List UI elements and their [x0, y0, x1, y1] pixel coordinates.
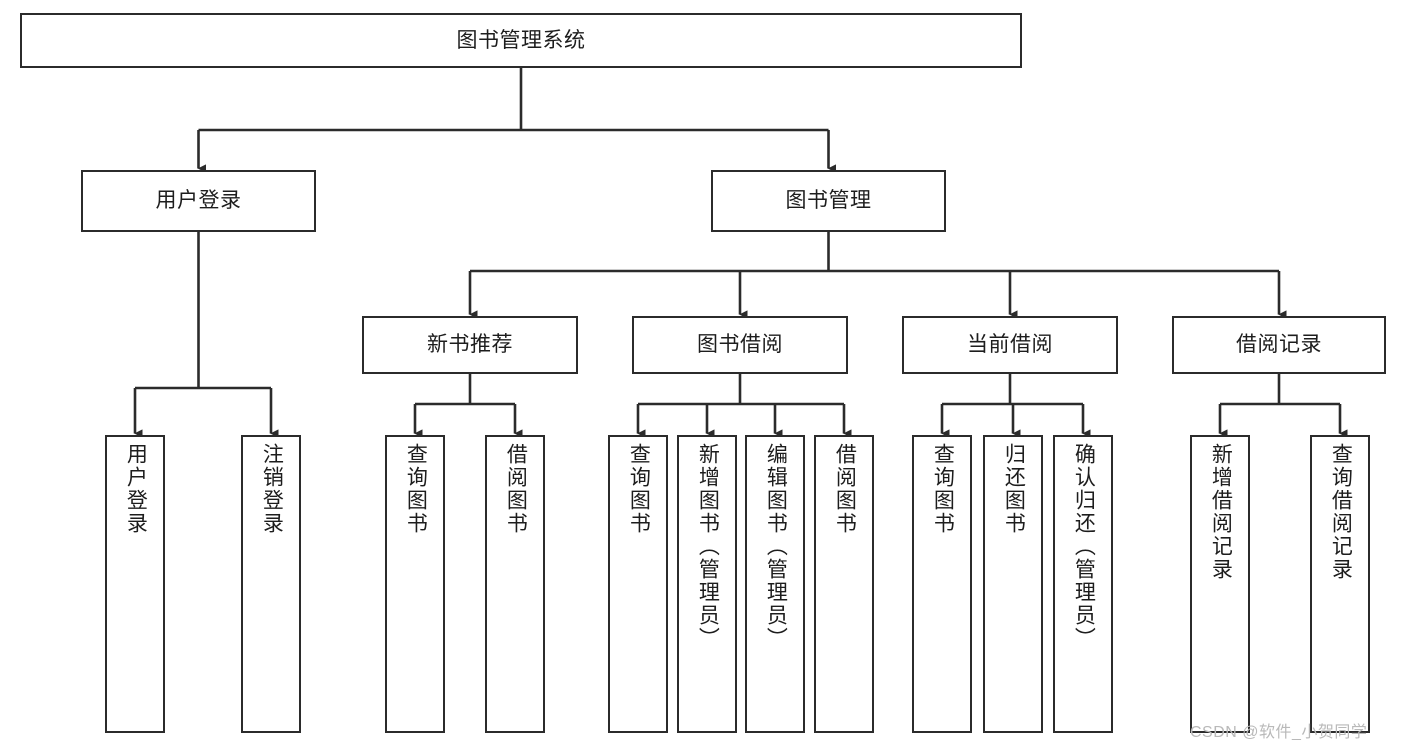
node-leaf-add-book-admin[interactable]: 新增图书（管理员） [677, 435, 737, 733]
node-label-leaf-confirm-return-admin: 确认归还（管理员） [1072, 443, 1096, 650]
node-level2-book-management[interactable]: 图书管理 [711, 170, 946, 232]
node-level3-borrow-record[interactable]: 借阅记录 [1172, 316, 1386, 374]
node-label-level2-book-management: 图书管理 [785, 189, 872, 213]
node-label-leaf-user-login: 用户登录 [124, 443, 148, 535]
node-leaf-query-book-recommend[interactable]: 查询图书 [385, 435, 445, 733]
connector-group [133, 68, 1348, 438]
node-level3-book-borrow[interactable]: 图书借阅 [632, 316, 848, 374]
csdn-watermark: CSDN @软件_小贺同学 [1190, 724, 1368, 741]
node-label-level2-user-login: 用户登录 [155, 189, 242, 213]
node-label-leaf-query-book-borrow: 查询图书 [627, 443, 651, 535]
node-label-leaf-add-book-admin: 新增图书（管理员） [696, 443, 720, 650]
node-label-leaf-logout: 注销登录 [260, 443, 284, 535]
node-label-leaf-query-borrow-record: 查询借阅记录 [1329, 443, 1353, 581]
node-leaf-edit-book-admin[interactable]: 编辑图书（管理员） [745, 435, 805, 733]
node-label-leaf-add-borrow-record: 新增借阅记录 [1209, 443, 1233, 581]
node-label-leaf-query-book-recommend: 查询图书 [404, 443, 428, 535]
node-level3-current-borrow[interactable]: 当前借阅 [902, 316, 1118, 374]
node-leaf-confirm-return-admin[interactable]: 确认归还（管理员） [1053, 435, 1113, 733]
node-label-leaf-return-book: 归还图书 [1002, 443, 1026, 535]
node-level2-user-login[interactable]: 用户登录 [81, 170, 316, 232]
node-label-leaf-query-book-current: 查询图书 [931, 443, 955, 535]
node-leaf-borrow-book[interactable]: 借阅图书 [814, 435, 874, 733]
node-label-leaf-edit-book-admin: 编辑图书（管理员） [764, 443, 788, 650]
node-leaf-query-book-borrow[interactable]: 查询图书 [608, 435, 668, 733]
node-leaf-add-borrow-record[interactable]: 新增借阅记录 [1190, 435, 1250, 733]
node-label-level3-new-book-recommend: 新书推荐 [427, 333, 513, 357]
node-leaf-query-book-current[interactable]: 查询图书 [912, 435, 972, 733]
node-label-level3-book-borrow: 图书借阅 [697, 333, 783, 357]
node-label-root: 图书管理系统 [456, 28, 586, 52]
node-label-level3-borrow-record: 借阅记录 [1236, 333, 1322, 357]
node-leaf-return-book[interactable]: 归还图书 [983, 435, 1043, 733]
node-leaf-logout[interactable]: 注销登录 [241, 435, 301, 733]
node-level3-new-book-recommend[interactable]: 新书推荐 [362, 316, 578, 374]
node-leaf-borrow-book-recommend[interactable]: 借阅图书 [485, 435, 545, 733]
node-label-leaf-borrow-book: 借阅图书 [833, 443, 857, 535]
node-root[interactable]: 图书管理系统 [20, 13, 1022, 68]
node-label-level3-current-borrow: 当前借阅 [967, 333, 1053, 357]
node-leaf-query-borrow-record[interactable]: 查询借阅记录 [1310, 435, 1370, 733]
node-label-leaf-borrow-book-recommend: 借阅图书 [504, 443, 528, 535]
node-leaf-user-login[interactable]: 用户登录 [105, 435, 165, 733]
